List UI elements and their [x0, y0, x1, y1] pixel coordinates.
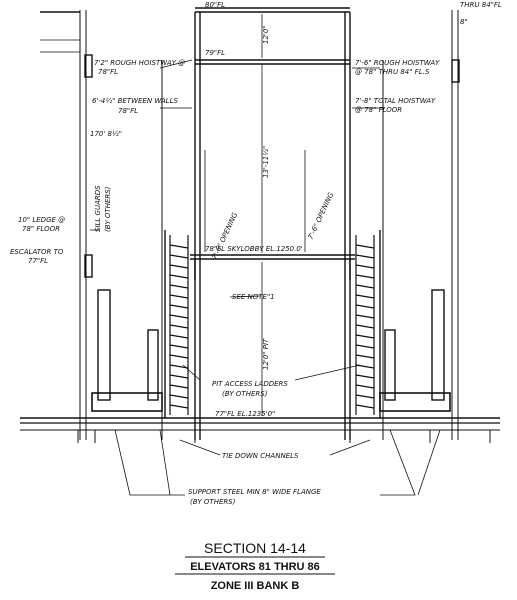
- note-support-steel: SUPPORT STEEL MIN 8" WIDE FLANGE: [188, 488, 321, 496]
- dim-13-11: 13'-11½": [262, 146, 270, 178]
- dim-opening-left: 7'-6" OPENING: [211, 211, 240, 261]
- callout-notes: 7'2" ROUGH HOISTWAY @ 78"FL 6'-4½" BETWE…: [10, 59, 440, 506]
- level-thru-label: THRU 84"FL: [460, 1, 502, 9]
- leader-lines: [90, 59, 441, 496]
- dim-12-0: 12'0": [262, 25, 270, 44]
- note-support-steel-2: (BY OTHERS): [190, 498, 236, 506]
- note-see-note: SEE NOTE"1: [232, 293, 275, 301]
- note-sill-guards: SILL GUARDS: [94, 185, 102, 232]
- note-between-walls-2: 78"FL: [118, 107, 138, 115]
- level-labels: 80"FL 79"FL 78"FL SKYLOBBY EL.1250.0' 77…: [205, 1, 502, 418]
- dim-170: 170' 8½": [90, 130, 122, 138]
- note-escalator-2: 77"FL: [28, 257, 48, 265]
- dim-12-0-pit: 12'0" PIT: [262, 338, 270, 370]
- note-rough-right: 7'-6" ROUGH HOISTWAY: [355, 59, 440, 67]
- zone-subtitle: ZONE III BANK B: [211, 580, 300, 592]
- level-80-label: 80"FL: [205, 1, 225, 9]
- level-78-skylobby-label: 78"FL SKYLOBBY EL.1250.0': [205, 245, 303, 253]
- note-pit-ladders: PIT ACCESS LADDERS: [212, 380, 288, 388]
- title-block: SECTION 14-14 ELEVATORS 81 THRU 86 ZONE …: [175, 540, 335, 592]
- note-rough-left-2: 78"FL: [98, 68, 118, 76]
- section-title: SECTION 14-14: [204, 540, 306, 556]
- note-ledge: 10" LEDGE @: [18, 216, 65, 224]
- note-ledge-2: 78" FLOOR: [22, 225, 60, 233]
- note-tie-down: TIE DOWN CHANNELS: [222, 452, 299, 460]
- left-pit-ladder: [169, 235, 189, 415]
- elevators-subtitle: ELEVATORS 81 THRU 86: [190, 561, 320, 573]
- note-total-right: 7'-8" TOTAL HOISTWAY: [355, 97, 436, 105]
- note-rough-right-2: @ 78" THRU 84" FL.S: [355, 68, 430, 76]
- pit-access-ladders: [169, 235, 375, 415]
- note-sill-guards-2: (BY OTHERS): [104, 186, 112, 232]
- right-pit-ladder: [355, 235, 375, 415]
- dim-opening-right: 7'-6" OPENING: [307, 191, 336, 241]
- level-79-label: 79"FL: [205, 49, 225, 57]
- note-pit-ladders-2: (BY OTHERS): [222, 390, 268, 398]
- note-between-walls: 6'-4½" BETWEEN WALLS: [92, 97, 178, 105]
- note-rough-left: 7'2" ROUGH HOISTWAY @: [94, 59, 185, 67]
- note-escalator: ESCALATOR TO: [10, 248, 64, 256]
- dim-8: 8": [460, 18, 468, 26]
- level-77-label: 77"FL EL.1235'0": [215, 410, 275, 418]
- note-total-right-2: @ 78" FLOOR: [355, 106, 402, 114]
- structure-linework: [20, 7, 500, 443]
